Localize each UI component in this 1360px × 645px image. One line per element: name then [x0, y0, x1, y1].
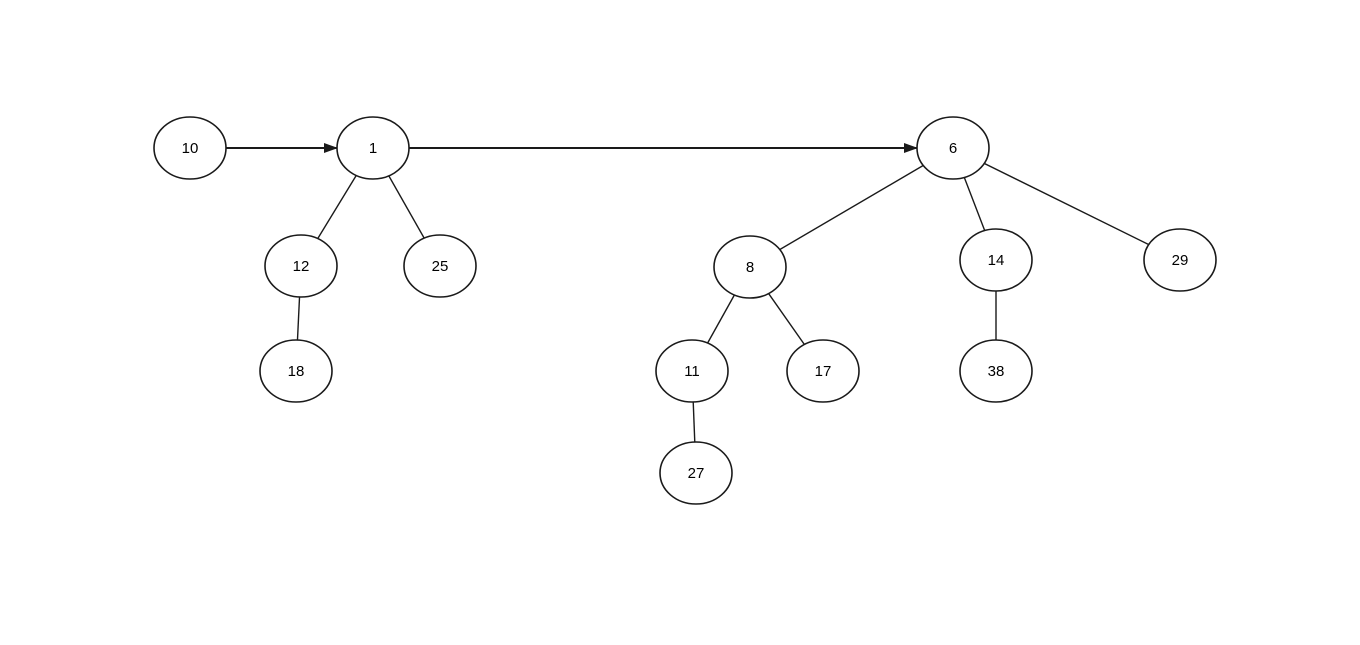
node-circle-8 — [713, 235, 787, 299]
node-label-25: 25 — [432, 258, 449, 275]
node-label-12: 12 — [293, 258, 310, 275]
node-label-27: 27 — [688, 465, 705, 482]
tree-node-8: 8 — [713, 235, 787, 299]
tree-node-29: 29 — [1143, 228, 1217, 292]
tree-node-11: 11 — [655, 339, 729, 403]
tree-node-12: 12 — [264, 234, 338, 298]
node-circle-10 — [153, 116, 227, 180]
node-label-14: 14 — [988, 252, 1005, 269]
node-circle-18 — [259, 339, 333, 403]
node-circle-6 — [916, 116, 990, 180]
node-label-29: 29 — [1172, 252, 1189, 269]
node-circle-38 — [959, 339, 1033, 403]
node-circle-11 — [655, 339, 729, 403]
tree-node-1: 1 — [336, 116, 410, 180]
node-label-18: 18 — [288, 363, 305, 380]
tree-node-17: 17 — [786, 339, 860, 403]
node-label-1: 1 — [369, 140, 377, 157]
tree-node-10: 10 — [153, 116, 227, 180]
tree-node-18: 18 — [259, 339, 333, 403]
node-label-17: 17 — [815, 363, 832, 380]
node-circle-29 — [1143, 228, 1217, 292]
node-circle-1 — [336, 116, 410, 180]
tree-node-27: 27 — [659, 441, 733, 505]
tree-node-14: 14 — [959, 228, 1033, 292]
tree-node-38: 38 — [959, 339, 1033, 403]
node-label-38: 38 — [988, 363, 1005, 380]
node-label-6: 6 — [949, 140, 957, 157]
node-circle-17 — [786, 339, 860, 403]
edge-6-8 — [749, 147, 954, 268]
node-circle-12 — [264, 234, 338, 298]
node-label-11: 11 — [684, 363, 700, 380]
node-circle-14 — [959, 228, 1033, 292]
tree-node-6: 6 — [916, 116, 990, 180]
node-circle-27 — [659, 441, 733, 505]
edge-6-29 — [952, 147, 1181, 261]
node-circle-25 — [403, 234, 477, 298]
node-label-10: 10 — [182, 140, 199, 157]
node-label-8: 8 — [746, 259, 754, 276]
tree-node-25: 25 — [403, 234, 477, 298]
